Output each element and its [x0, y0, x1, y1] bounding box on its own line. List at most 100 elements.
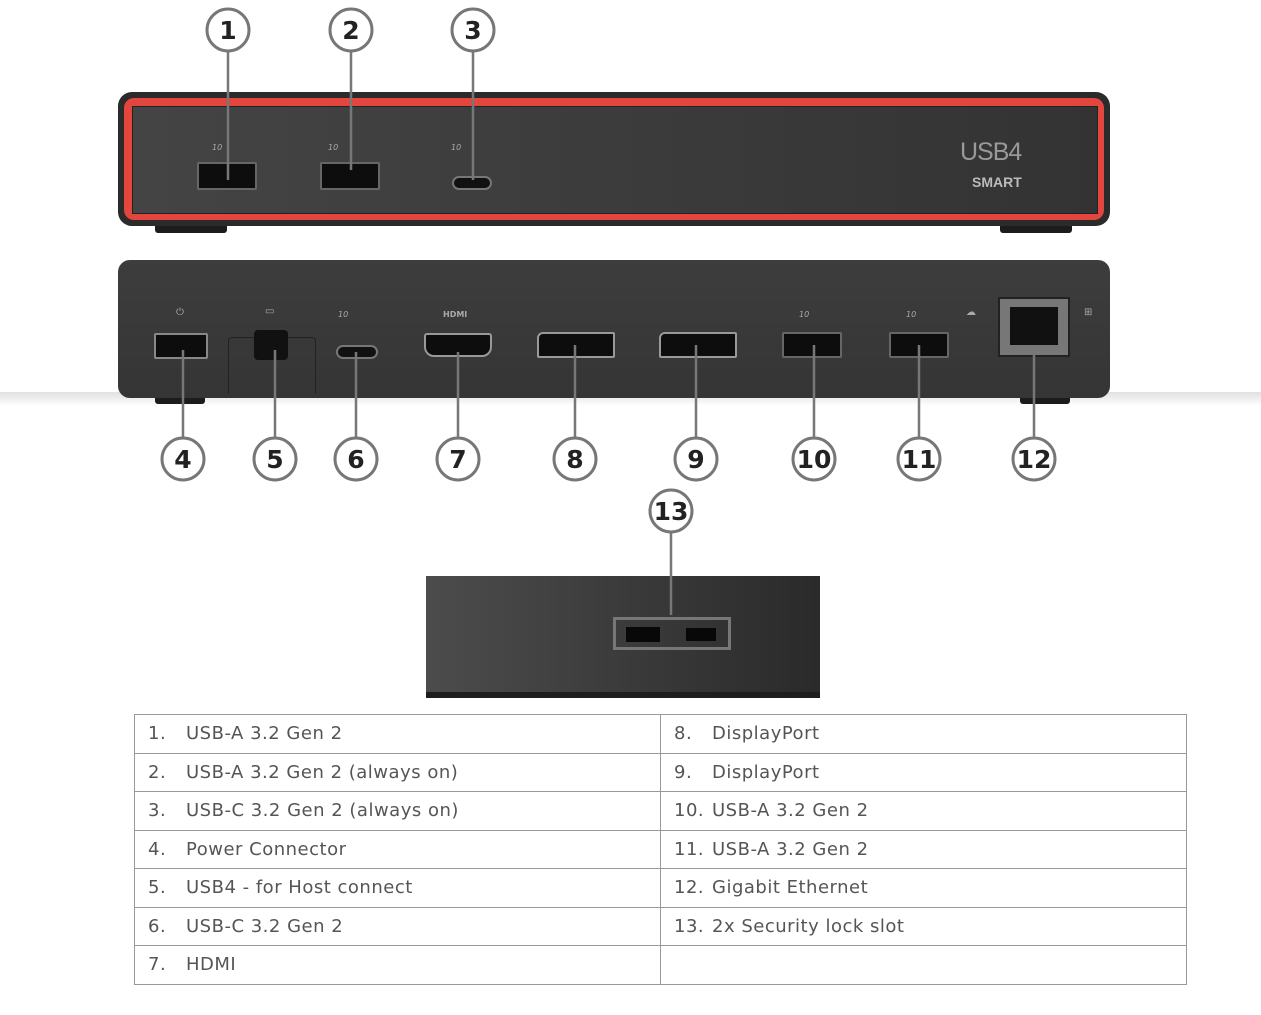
callout-number: 4: [174, 445, 191, 474]
legend-label: Power Connector: [186, 838, 347, 860]
usb-10g-icon: 10: [906, 310, 917, 319]
callout-number: 9: [687, 445, 704, 474]
legend-label: USB-A 3.2 Gen 2 (always on): [186, 761, 459, 783]
legend-number: 10.: [674, 800, 705, 822]
legend-number: 9.: [674, 761, 693, 783]
callout-circle: [435, 436, 481, 482]
legend-label: USB-C 3.2 Gen 2 (always on): [186, 800, 459, 822]
side-panel: [426, 576, 820, 698]
port-4-power: [154, 333, 208, 359]
legend-cell: 4. Power Connector: [134, 829, 661, 869]
legend-number: 8.: [674, 723, 693, 745]
table-row: 3. USB-C 3.2 Gen 2 (always on) 10.USB-A 3.…: [134, 791, 1187, 831]
hdmi-label: HDMI: [443, 310, 468, 319]
callout-circle: [896, 436, 942, 482]
rj45-jack: [1010, 307, 1058, 345]
callout-circle: [328, 7, 374, 53]
legend-number: 13.: [674, 915, 705, 937]
cloud-icon: ☁: [966, 307, 976, 318]
table-row: 6. USB-C 3.2 Gen 2 13. 2x Security lock slo…: [134, 906, 1187, 946]
security-slot: [686, 628, 716, 641]
callout-circle: [791, 436, 837, 482]
callout-number: 12: [1017, 445, 1052, 474]
power-icon: ⏻: [176, 307, 184, 318]
legend-cell: 10.USB-A 3.2 Gen 2: [660, 791, 1187, 831]
legend-cell: 7. HDMI: [134, 945, 661, 985]
callout-number: 10: [797, 445, 832, 474]
port-legend-table: 1. USB-A 3.2 Gen 2 8. DisplayPort 2. USB-A 3.…: [134, 714, 1187, 985]
rear-foot: [155, 396, 205, 404]
legend-number: 5.: [148, 877, 167, 899]
legend-cell: [660, 945, 1187, 985]
callout-circle: [252, 436, 298, 482]
legend-label: 2x Security lock slot: [712, 915, 905, 937]
front-face: [132, 106, 1098, 214]
table-row: 2. USB-A 3.2 Gen 2 (always on) 9. DisplayPo…: [134, 752, 1187, 792]
callout-number: 6: [347, 445, 364, 474]
legend-label: DisplayPort: [712, 723, 820, 745]
legend-label: HDMI: [186, 954, 237, 976]
legend-cell: 3. USB-C 3.2 Gen 2 (always on): [134, 791, 661, 831]
legend-cell: 11. USB-A 3.2 Gen 2: [660, 829, 1187, 869]
port-10-usb-a: [782, 332, 842, 358]
legend-label: USB-A 3.2 Gen 2: [186, 723, 343, 745]
callout-number: 1: [219, 16, 236, 45]
network-icon: ⊞: [1084, 307, 1093, 318]
callout-circle: [450, 7, 496, 53]
legend-label: DisplayPort: [712, 761, 820, 783]
legend-number: 7.: [148, 954, 167, 976]
legend-number: 2.: [148, 761, 167, 783]
legend-number: 6.: [148, 915, 167, 937]
front-foot: [1000, 225, 1072, 233]
legend-cell: 13. 2x Security lock slot: [660, 906, 1187, 946]
security-slot: [626, 627, 660, 642]
table-row: 1. USB-A 3.2 Gen 2 8. DisplayPort: [134, 714, 1187, 754]
usb-10g-icon: 10: [799, 310, 810, 319]
callout-number: 7: [449, 445, 466, 474]
legend-number: 12.: [674, 877, 705, 899]
table-row: 7. HDMI: [134, 945, 1187, 985]
callout-number: 2: [342, 16, 359, 45]
legend-label: USB-A 3.2 Gen 2: [712, 838, 869, 860]
callout-circle: [673, 436, 719, 482]
usb-10g-charge-icon: 10: [328, 143, 339, 152]
port-9-displayport: [659, 332, 737, 358]
brand-smart: SMART: [972, 174, 1022, 190]
laptop-icon: ▭: [265, 306, 275, 317]
legend-cell: 6. USB-C 3.2 Gen 2: [134, 906, 661, 946]
rear-foot: [1020, 396, 1070, 404]
port-12-ethernet: [998, 297, 1070, 357]
callout-number: 3: [464, 16, 481, 45]
callout-circle: [205, 7, 251, 53]
legend-number: 3.: [148, 800, 167, 822]
legend-label: Gigabit Ethernet: [712, 877, 869, 899]
legend-number: 11.: [674, 838, 705, 860]
table-row: 5. USB4 - for Host connect 12. Gigabit Ethe…: [134, 868, 1187, 908]
legend-label: USB4 - for Host connect: [186, 877, 413, 899]
legend-cell: 5. USB4 - for Host connect: [134, 868, 661, 908]
legend-cell: 8. DisplayPort: [660, 714, 1187, 754]
callout-circle: [333, 436, 379, 482]
front-foot: [155, 225, 227, 233]
callout-number: 11: [902, 445, 937, 474]
legend-number: 4.: [148, 838, 167, 860]
legend-cell: 2. USB-A 3.2 Gen 2 (always on): [134, 752, 661, 792]
legend-cell: 9. DisplayPort: [660, 752, 1187, 792]
callout-circle: [552, 436, 598, 482]
port-5-usb4: [254, 330, 288, 360]
table-row: 4. Power Connector 11. USB-A 3.2 Gen 2: [134, 829, 1187, 869]
legend-cell: 12. Gigabit Ethernet: [660, 868, 1187, 908]
brand-usb4: USB4: [960, 138, 1022, 166]
callout-circle: [1011, 436, 1057, 482]
port-13-security-slots: [613, 617, 731, 650]
usbc-dp-icon: 10: [338, 310, 349, 319]
callout-number: 13: [654, 497, 689, 526]
callout-circle: [160, 436, 206, 482]
callout-number: 8: [566, 445, 583, 474]
legend-number: 1.: [148, 723, 167, 745]
rear-panel: [118, 260, 1110, 398]
usb-10g-icon: 10: [212, 143, 223, 152]
legend-label: USB-C 3.2 Gen 2: [186, 915, 344, 937]
